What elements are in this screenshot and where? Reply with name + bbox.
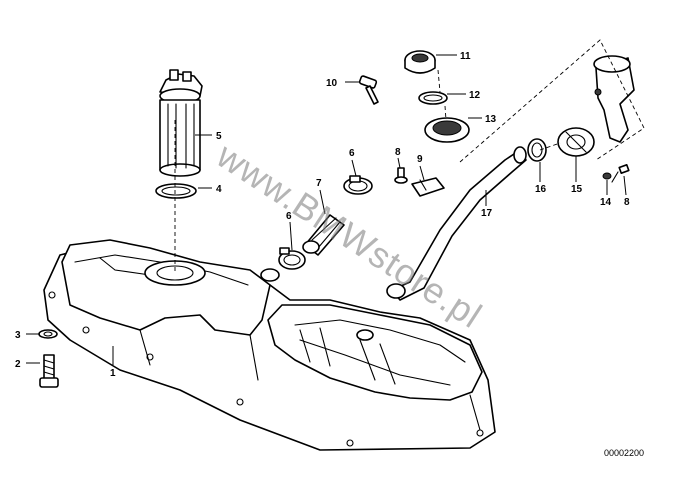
hose-clamp-upper [343, 175, 373, 195]
callout-4: 4 [216, 184, 222, 195]
diagram-id-code: 00002200 [604, 448, 645, 458]
callout-1: 1 [110, 368, 116, 379]
callout-5: 5 [216, 131, 222, 142]
callout-6-upper: 6 [349, 148, 355, 159]
callout-15: 15 [571, 184, 583, 195]
fuel-tank [43, 239, 496, 451]
gasket-ring [155, 183, 197, 199]
leader-lines [26, 54, 627, 365]
callout-16: 16 [535, 184, 547, 195]
callout-17: 17 [481, 208, 493, 219]
callout-2: 2 [15, 359, 21, 370]
bolt [39, 354, 59, 388]
small-bolt-left [394, 167, 408, 184]
seal-ring [418, 91, 448, 105]
filler-cap [404, 50, 436, 74]
callout-8-right: 8 [624, 197, 630, 208]
retaining-clip [411, 177, 445, 197]
callout-12: 12 [469, 90, 481, 101]
guide-lines [174, 39, 645, 273]
key [358, 75, 379, 105]
filler-flange [424, 117, 470, 143]
callout-14: 14 [600, 197, 612, 208]
vent-valve-housing [593, 55, 635, 143]
callout-6-lower: 6 [286, 211, 292, 222]
nut [602, 172, 612, 180]
washer [38, 329, 58, 339]
rubber-grommet [557, 127, 595, 157]
callout-13: 13 [485, 114, 497, 125]
callout-7: 7 [316, 178, 322, 189]
callout-labels: 1 2 3 4 5 6 6 7 8 8 9 10 11 12 13 14 15 … [15, 51, 630, 379]
callout-11: 11 [460, 51, 471, 62]
breather-pipe [386, 146, 527, 301]
fuel-sender-unit [159, 69, 203, 177]
hose-clamp-lower [278, 247, 306, 270]
callout-10: 10 [326, 78, 338, 89]
hose [302, 214, 345, 256]
o-ring [527, 138, 547, 162]
callout-9: 9 [417, 154, 423, 165]
callout-8-left: 8 [395, 147, 401, 158]
small-bolt-right [611, 164, 630, 183]
callout-3: 3 [15, 330, 21, 341]
